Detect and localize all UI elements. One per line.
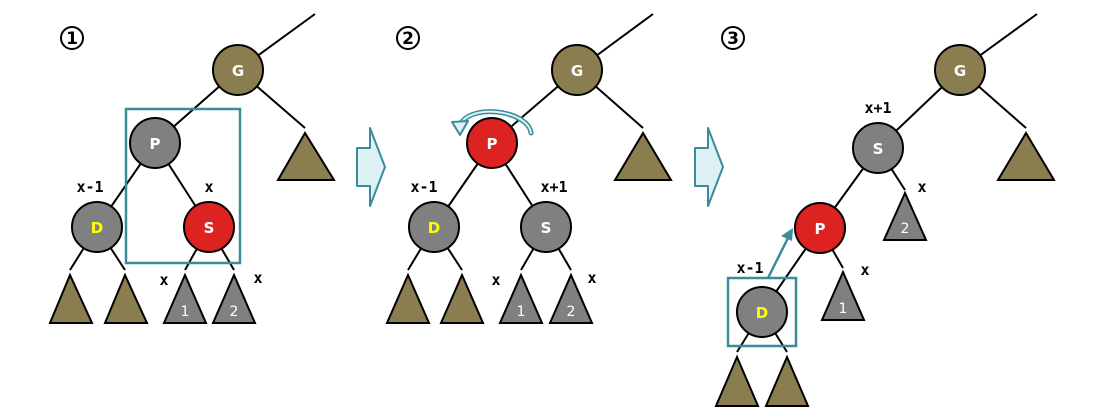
panel-3: 3 2 1 xyxy=(714,13,1056,407)
panel-3-node-g: G xyxy=(934,44,986,96)
panel-1-label-d: x-1 xyxy=(76,178,103,196)
panel-3-subtree-g-right xyxy=(996,131,1056,181)
step-arrow-1 xyxy=(356,127,386,207)
panel-3-label-t1: x xyxy=(860,261,869,279)
panel-2-subtree-2: 2 xyxy=(548,272,594,324)
panel-3-subtree-d-right xyxy=(764,354,810,407)
panel-1-label-s: x xyxy=(204,178,213,196)
svg-text:P: P xyxy=(487,135,498,153)
panel-3-subtree-2: 2 xyxy=(882,190,928,241)
panel-2-label-t1: x xyxy=(491,271,500,289)
svg-text:2: 2 xyxy=(402,29,414,49)
svg-text:S: S xyxy=(204,219,215,237)
panel-2-label-s: x+1 xyxy=(540,178,567,196)
panel-2-node-s: S xyxy=(520,201,572,253)
panel-1: 1 1 2 G xyxy=(48,13,336,324)
svg-text:S: S xyxy=(873,140,884,158)
panel-3-subtree-d-left xyxy=(714,354,760,407)
panel-1-subtree-2: 2 xyxy=(211,272,257,324)
svg-text:G: G xyxy=(232,62,244,80)
panel-1-label-t1: x xyxy=(159,271,168,289)
step-badge-1: 1 xyxy=(60,26,84,50)
panel-2-node-d: D xyxy=(408,201,460,253)
panel-1-node-s: S xyxy=(183,201,235,253)
panel-1-label-t2: x xyxy=(253,269,262,287)
panel-3-label-t2: x xyxy=(917,178,926,196)
panel-1-subtree-g-right xyxy=(276,131,336,181)
svg-text:D: D xyxy=(428,219,440,237)
panel-2-label-t2: x xyxy=(587,269,596,287)
svg-text:S: S xyxy=(541,219,552,237)
svg-text:1: 1 xyxy=(517,304,526,320)
panel-3-node-d: D xyxy=(736,286,788,338)
svg-text:D: D xyxy=(91,219,103,237)
svg-text:D: D xyxy=(756,304,768,322)
panel-2-subtree-d-left xyxy=(385,272,431,324)
svg-text:3: 3 xyxy=(727,29,739,49)
panel-1-subtree-d-right xyxy=(103,272,149,324)
svg-text:1: 1 xyxy=(181,304,190,320)
rotation-arrow-icon xyxy=(451,109,534,136)
svg-text:P: P xyxy=(150,135,161,153)
panel-1-subtree-1: 1 xyxy=(162,272,208,324)
move-arrow-icon xyxy=(766,228,793,279)
step-arrow-2 xyxy=(694,127,724,207)
panel-3-subtree-1: 1 xyxy=(820,269,866,321)
svg-text:G: G xyxy=(954,62,966,80)
panel-2-subtree-d-right xyxy=(439,272,485,324)
panel-1-subtree-d-left xyxy=(48,272,94,324)
panel-3-label-s: x+1 xyxy=(864,99,891,117)
panel-1-node-p: P xyxy=(129,117,181,169)
panel-2-node-p: P xyxy=(466,117,518,169)
svg-text:2: 2 xyxy=(901,221,910,237)
panel-1-node-d: D xyxy=(71,201,123,253)
svg-text:1: 1 xyxy=(66,29,78,49)
panel-3-highlight-box xyxy=(726,276,798,348)
svg-text:2: 2 xyxy=(567,304,576,320)
panel-2-subtree-1: 1 xyxy=(498,272,544,324)
panel-1-highlight-box xyxy=(124,107,242,265)
panel-3-node-s: S xyxy=(852,122,904,174)
panel-3-node-p: P xyxy=(794,202,846,254)
panel-2-subtree-g-right xyxy=(613,131,673,181)
panel-3-label-d: x-1 xyxy=(736,259,763,277)
step-badge-3: 3 xyxy=(721,26,745,50)
panel-1-node-g: G xyxy=(212,44,264,96)
svg-text:P: P xyxy=(815,220,826,238)
svg-text:1: 1 xyxy=(839,301,848,317)
step-badge-2: 2 xyxy=(396,26,420,50)
svg-text:2: 2 xyxy=(230,304,239,320)
panel-2-node-g: G xyxy=(551,44,603,96)
svg-text:G: G xyxy=(571,62,583,80)
panel-2-label-d: x-1 xyxy=(410,178,437,196)
panel-2: 2 1 2 G P xyxy=(385,13,673,324)
